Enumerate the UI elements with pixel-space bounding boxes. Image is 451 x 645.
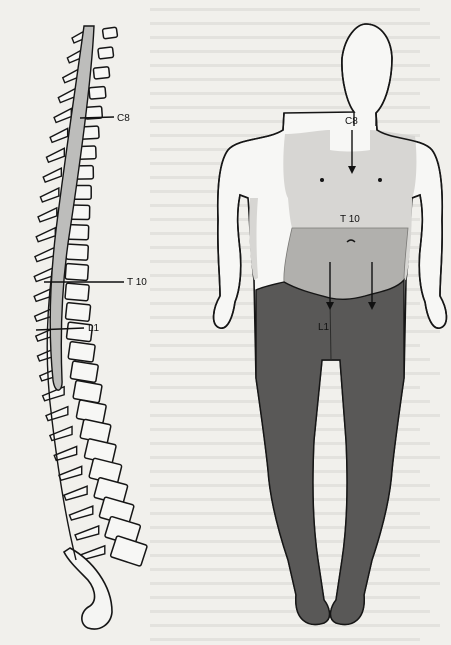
background-print-line	[150, 596, 420, 599]
background-print-line	[150, 8, 420, 11]
spine-label-l1: L1	[88, 323, 100, 334]
vertebra	[65, 264, 88, 281]
vertebra	[73, 380, 102, 403]
spine-label-c8: C8	[117, 113, 130, 124]
background-print-line	[150, 624, 440, 627]
vertebra	[102, 27, 117, 39]
body-label-c8: C8	[345, 116, 358, 127]
background-print-line	[150, 78, 440, 81]
vertebra	[65, 303, 90, 322]
vertebra	[70, 361, 98, 383]
spine-label-t10: T 10	[127, 277, 147, 288]
vertebra	[65, 283, 89, 301]
vertebra	[89, 86, 106, 99]
body-label-l1: L1	[318, 322, 330, 333]
body-label-t10: T 10	[340, 214, 360, 225]
vertebra	[66, 244, 88, 260]
background-print-line	[150, 106, 430, 109]
vertebra	[76, 400, 106, 424]
background-print-line	[150, 22, 430, 25]
background-print-line	[150, 638, 420, 641]
vertebra	[98, 47, 114, 59]
background-print-line	[150, 610, 430, 613]
nipple-left	[320, 178, 324, 182]
background-print-line	[150, 36, 440, 39]
vertebra	[68, 341, 95, 362]
vertebra	[93, 67, 109, 79]
background-print-line	[150, 554, 420, 557]
nipple-right	[378, 178, 382, 182]
